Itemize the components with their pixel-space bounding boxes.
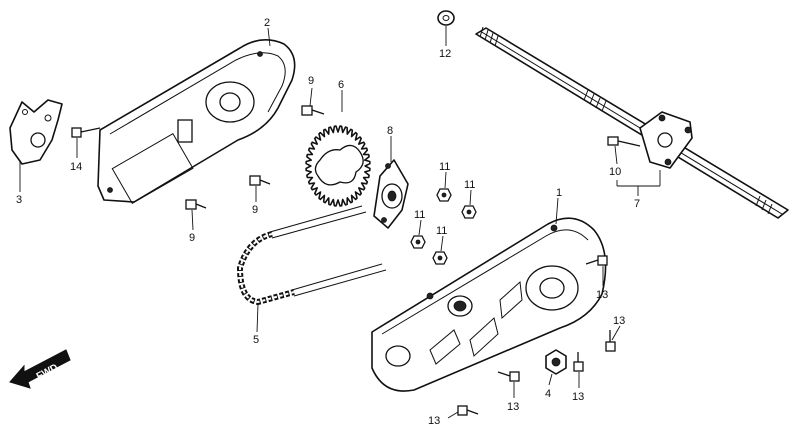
callout-numbers: 2 3 14 9 6 9 9 8 12 10 7 11 11 11 11 5 1… xyxy=(16,17,640,427)
callout-10: 10 xyxy=(609,166,621,178)
nut-11-a xyxy=(436,188,452,202)
callout-5: 5 xyxy=(253,334,259,346)
callout-13-d: 13 xyxy=(507,401,519,413)
callout-6: 6 xyxy=(338,79,344,91)
bolt-9-left xyxy=(185,199,207,210)
callout-1: 1 xyxy=(556,187,562,199)
callout-9-mid: 9 xyxy=(252,204,258,216)
bolt-13-e xyxy=(457,405,479,416)
bolt-13-c xyxy=(573,352,584,372)
nut-4 xyxy=(545,349,567,375)
sprocket-6 xyxy=(305,125,371,207)
callout-11-a: 11 xyxy=(439,161,450,173)
callout-11-b: 11 xyxy=(464,179,475,191)
bolt-9-mid xyxy=(249,175,271,186)
callout-13-b: 13 xyxy=(613,315,625,327)
bearing-holder-8 xyxy=(373,159,409,229)
bolt-13-d xyxy=(497,371,520,382)
fwd-arrow: FWD xyxy=(9,349,71,389)
callout-9-left: 9 xyxy=(189,232,195,244)
bolt-10 xyxy=(607,136,641,147)
callout-2: 2 xyxy=(264,17,270,29)
bolt-13-a xyxy=(585,255,608,266)
callout-13-c: 13 xyxy=(572,391,584,403)
rear-axle-7 xyxy=(475,26,789,219)
bolt-9-top xyxy=(301,105,325,116)
callout-13-a: 13 xyxy=(596,289,608,301)
callout-7: 7 xyxy=(634,198,640,210)
callout-12: 12 xyxy=(439,48,451,60)
callout-11-d: 11 xyxy=(436,225,447,237)
plate-3 xyxy=(9,99,63,165)
drive-chain-5 xyxy=(236,205,387,306)
callout-13-e: 13 xyxy=(428,415,440,427)
nut-11-c xyxy=(410,235,426,249)
bolt-14 xyxy=(71,127,101,138)
callout-3: 3 xyxy=(16,194,22,206)
callout-9-top: 9 xyxy=(308,75,314,87)
washer-12 xyxy=(437,10,455,26)
nut-11-b xyxy=(461,205,477,219)
leader-lines xyxy=(19,26,661,419)
callout-14: 14 xyxy=(70,161,82,173)
nut-11-d xyxy=(432,251,448,265)
callout-11-c: 11 xyxy=(414,209,425,221)
outer-chain-case-1 xyxy=(371,217,607,392)
callout-4: 4 xyxy=(545,388,551,400)
bolt-13-b xyxy=(605,330,616,352)
inner-chain-case-2 xyxy=(97,39,296,205)
callout-8: 8 xyxy=(387,125,393,137)
